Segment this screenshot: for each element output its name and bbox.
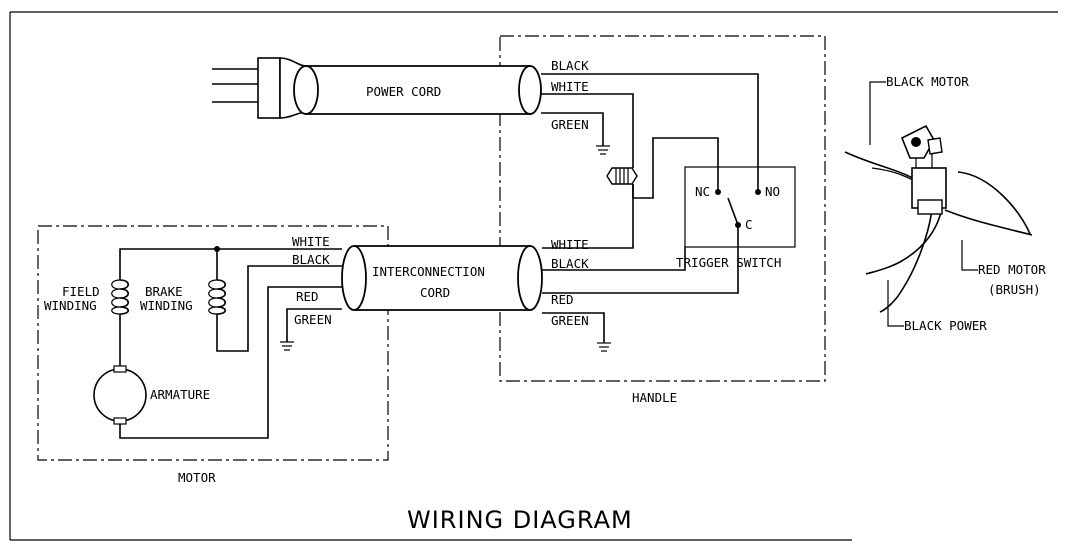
field-winding-coil: FIELD WINDING	[44, 279, 130, 315]
brake-winding-coil: BRAKE WINDING	[140, 279, 227, 315]
switch-no-label: NO	[765, 184, 780, 199]
diagram-title: WIRING DIAGRAM	[407, 506, 633, 534]
red-motor-label-line1: RED MOTOR	[978, 262, 1046, 277]
black-power-label: BLACK POWER	[904, 318, 987, 333]
power-cord-cable: POWER CORD	[293, 65, 542, 115]
handle-red-label: RED	[551, 292, 574, 307]
trigger-switch-label: TRIGGER SWITCH	[676, 255, 781, 270]
switch-c-label: C	[745, 217, 753, 232]
motor-black-label: BLACK	[292, 252, 330, 267]
power-plug	[212, 57, 307, 119]
brake-winding-label-line1: BRAKE	[145, 284, 183, 299]
handle-boundary	[499, 35, 826, 382]
switch-nc-label: NC	[695, 184, 710, 199]
handle-box-label: HANDLE	[632, 390, 677, 405]
motor-white-label: WHITE	[292, 234, 330, 249]
interconnection-cord-cable: INTERCONNECTION CORD	[341, 245, 543, 311]
field-winding-label-line1: FIELD	[62, 284, 100, 299]
ground-symbol-motor	[280, 341, 294, 351]
switch-detail-illustration: BLACK MOTOR RED MOTOR (BRUSH) BLACK POWE…	[844, 74, 1046, 333]
trigger-switch: NC NO C TRIGGER SWITCH	[676, 166, 796, 270]
black-motor-label: BLACK MOTOR	[886, 74, 969, 89]
ground-symbol-handle-bottom	[597, 342, 611, 352]
power-cord-green-label: GREEN	[551, 117, 589, 132]
motor-red-label: RED	[296, 289, 319, 304]
power-cord-label: POWER CORD	[366, 84, 441, 99]
field-winding-label-line2: WINDING	[44, 298, 97, 313]
power-cord-wires: BLACK WHITE GREEN	[541, 58, 759, 192]
power-cord-black-label: BLACK	[551, 58, 589, 73]
handle-green-label: GREEN	[551, 313, 589, 328]
armature-symbol: ARMATURE	[93, 365, 210, 425]
power-cord-white-label: WHITE	[551, 79, 589, 94]
interconnection-label-line2: CORD	[420, 285, 450, 300]
handle-black-label: BLACK	[551, 256, 589, 271]
interconnection-label-line1: INTERCONNECTION	[372, 264, 485, 279]
handle-white-label: WHITE	[551, 237, 589, 252]
motor-boundary	[37, 225, 389, 461]
interconnect-handle-side-wires: WHITE BLACK RED GREEN	[542, 225, 739, 343]
brake-winding-label-line2: WINDING	[140, 298, 193, 313]
armature-label: ARMATURE	[150, 387, 210, 402]
ground-symbol-handle-top	[596, 145, 610, 155]
motor-box-label: MOTOR	[178, 470, 216, 485]
motor-side-wires: WHITE BLACK RED GREEN	[119, 234, 342, 439]
wire-nut-connector	[606, 167, 638, 185]
page-frame	[9, 11, 1058, 541]
motor-green-label: GREEN	[294, 312, 332, 327]
red-motor-label-line2: (BRUSH)	[988, 282, 1041, 297]
wire-nut-to-interconnect-white	[542, 184, 634, 249]
